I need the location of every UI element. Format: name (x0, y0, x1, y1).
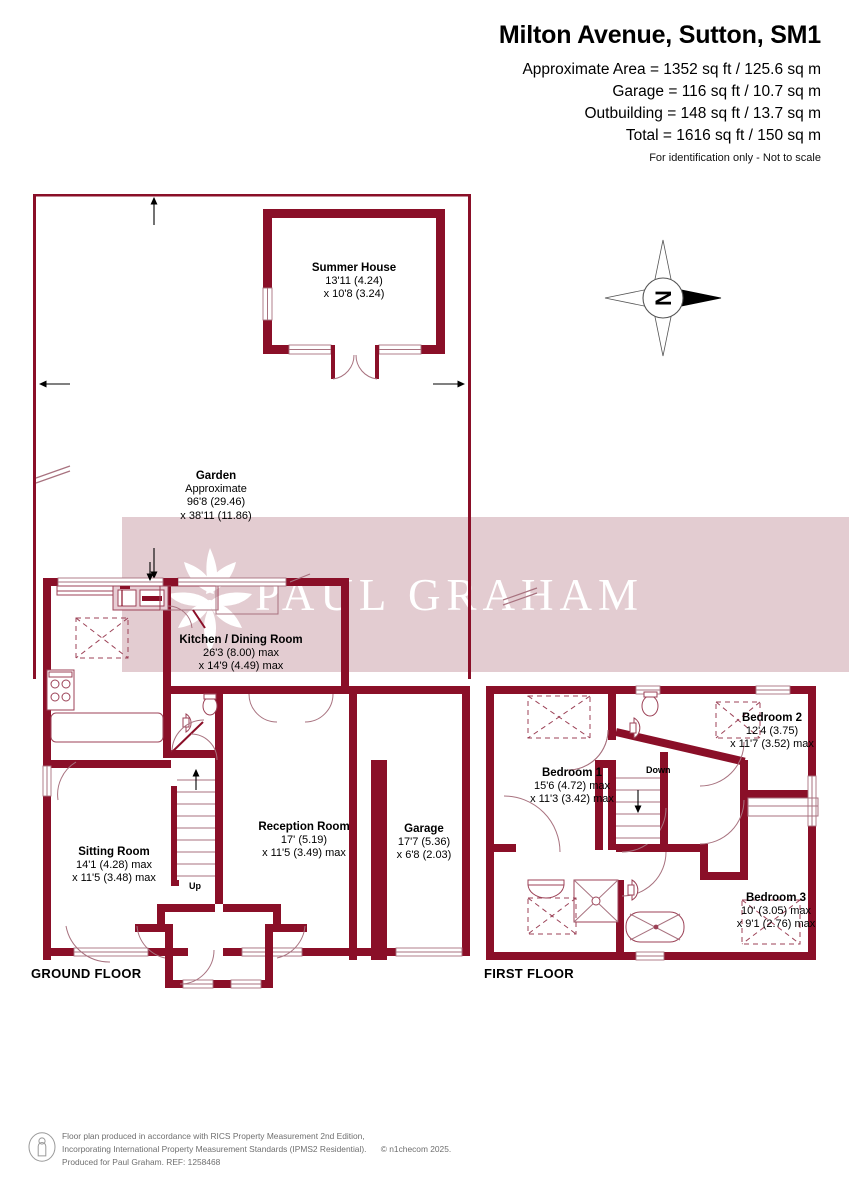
room-name: Bedroom 3 (745, 892, 807, 904)
room-dimension-2: x 9'1 (2.76) max (736, 918, 816, 931)
summer-house-door-opening (331, 345, 379, 380)
disclaimer-text: For identification only - Not to scale (649, 151, 821, 164)
staircase-first (616, 772, 660, 844)
room-dimension-2: x 14'9 (4.49) max (198, 660, 284, 673)
room-name: Sitting Room (78, 846, 150, 858)
room-dimension-1: 10' (3.05) max (741, 905, 811, 918)
room-dimension-1: 13'11 (4.24) (325, 275, 383, 288)
room-label-summer-house: Summer House 13'11 (4.24) x 10'8 (3.24) (268, 261, 440, 302)
room-dimension-1: 12'4 (3.75) (745, 725, 799, 738)
room-dimension-1: 26'3 (8.00) max (202, 647, 280, 660)
room-name: Bedroom 2 (741, 712, 803, 724)
compass-rose: N (604, 239, 722, 357)
room-dimension-2: x 11'3 (3.42) max (530, 793, 614, 806)
room-label-garden: Garden Approximate 96'8 (29.46) x 38'11 … (146, 469, 286, 523)
footer-line-2-wrap: Incorporating International Property Mea… (62, 1143, 451, 1156)
room-dimension-1: 17' (5.19) (280, 834, 328, 847)
footer-line-2: Incorporating International Property Mea… (62, 1143, 367, 1154)
garden-break-marks (35, 465, 538, 606)
room-label-bedroom-2: Bedroom 2 12'4 (3.75) x 11'7 (3.52) max (706, 711, 838, 752)
landing-cupboard (747, 797, 819, 817)
header: Milton Avenue, Sutton, SM1 Approximate A… (498, 21, 821, 164)
room-label-reception-room: Reception Room 17' (5.19) x 11'5 (3.49) … (236, 820, 372, 861)
kitchen-fixtures (46, 585, 279, 743)
wc-fixtures-ground (182, 693, 218, 733)
room-label-bedroom-1: Bedroom 1 15'6 (4.72) max x 11'3 (3.42) … (504, 766, 640, 807)
footer-text: Floor plan produced in accordance with R… (62, 1130, 451, 1168)
room-name: Summer House (311, 262, 397, 274)
room-dimension-2: x 38'11 (11.86) (180, 509, 252, 522)
footer-copyright: © n1checom 2025. (380, 1143, 452, 1154)
room-name: Garden (195, 470, 237, 482)
room-dimension-2: x 11'5 (3.48) max (72, 872, 156, 885)
bathroom-fixtures (527, 879, 685, 943)
area-line-total: Total = 1616 sq ft / 150 sq m (625, 126, 821, 144)
room-name: Garage (404, 823, 444, 835)
summer-house-windows (262, 287, 422, 355)
room-name: Kitchen / Dining Room (179, 634, 303, 646)
area-summary: Approximate Area = 1352 sq ft / 125.6 sq… (499, 59, 821, 147)
room-dimension-2: x 11'7 (3.52) max (730, 738, 814, 751)
ground-floor-structure (42, 562, 470, 989)
garden-dimension-arrows (38, 196, 466, 580)
room-dimension-1: 17'7 (5.36) (397, 836, 451, 849)
room-dimension-2: x 6'8 (2.03) (396, 849, 452, 862)
room-name: Reception Room (258, 821, 350, 833)
area-line-total-internal: Approximate Area = 1352 sq ft / 125.6 sq… (522, 60, 821, 78)
first-floor-structure (486, 685, 819, 961)
area-line-outbuilding: Outbuilding = 148 sq ft / 13.7 sq m (584, 104, 821, 122)
room-dimension-2: x 10'8 (3.24) (323, 288, 385, 301)
room-label-kitchen-dining-room: Kitchen / Dining Room 26'3 (8.00) max x … (141, 633, 341, 674)
footer-line-3: Produced for Paul Graham. REF: 1258468 (62, 1156, 221, 1167)
ground-floor-label: GROUND FLOOR (31, 966, 142, 981)
footer-line-1: Floor plan produced in accordance with R… (62, 1131, 365, 1141)
room-label-garage: Garage 17'7 (5.36) x 6'8 (2.03) (377, 822, 471, 863)
room-label-bedroom-3: Bedroom 3 10' (3.05) max x 9'1 (2.76) ma… (710, 891, 842, 932)
bedroom-2-bed-icon (715, 701, 761, 739)
room-name: Bedroom 1 (541, 767, 603, 779)
room-dimension-2: x 11'5 (3.49) max (262, 847, 346, 860)
stairs-down-label: Down (646, 765, 671, 775)
page-title: Milton Avenue, Sutton, SM1 (498, 21, 821, 49)
stairs-up-label: Up (189, 881, 201, 891)
staircase-ground (177, 768, 215, 880)
bedroom-1-bed-icon (527, 695, 591, 739)
rics-person-icon (28, 1132, 56, 1162)
garden-boundary (33, 194, 471, 679)
room-dimension-0: Approximate (185, 483, 247, 496)
room-dimension-1: 15'6 (4.72) max (533, 780, 611, 793)
area-line-garage: Garage = 116 sq ft / 10.7 sq m (612, 82, 821, 100)
room-dimension-1: 96'8 (29.46) (186, 496, 246, 509)
wc-fixtures-first (629, 691, 659, 739)
bedroom-3-bed-icon (741, 899, 801, 945)
room-label-sitting-room: Sitting Room 14'1 (4.28) max x 11'5 (3.4… (38, 845, 190, 886)
first-floor-label: FIRST FLOOR (484, 966, 574, 981)
svg-text:N: N (651, 290, 676, 306)
room-dimension-1: 14'1 (4.28) max (75, 859, 153, 872)
